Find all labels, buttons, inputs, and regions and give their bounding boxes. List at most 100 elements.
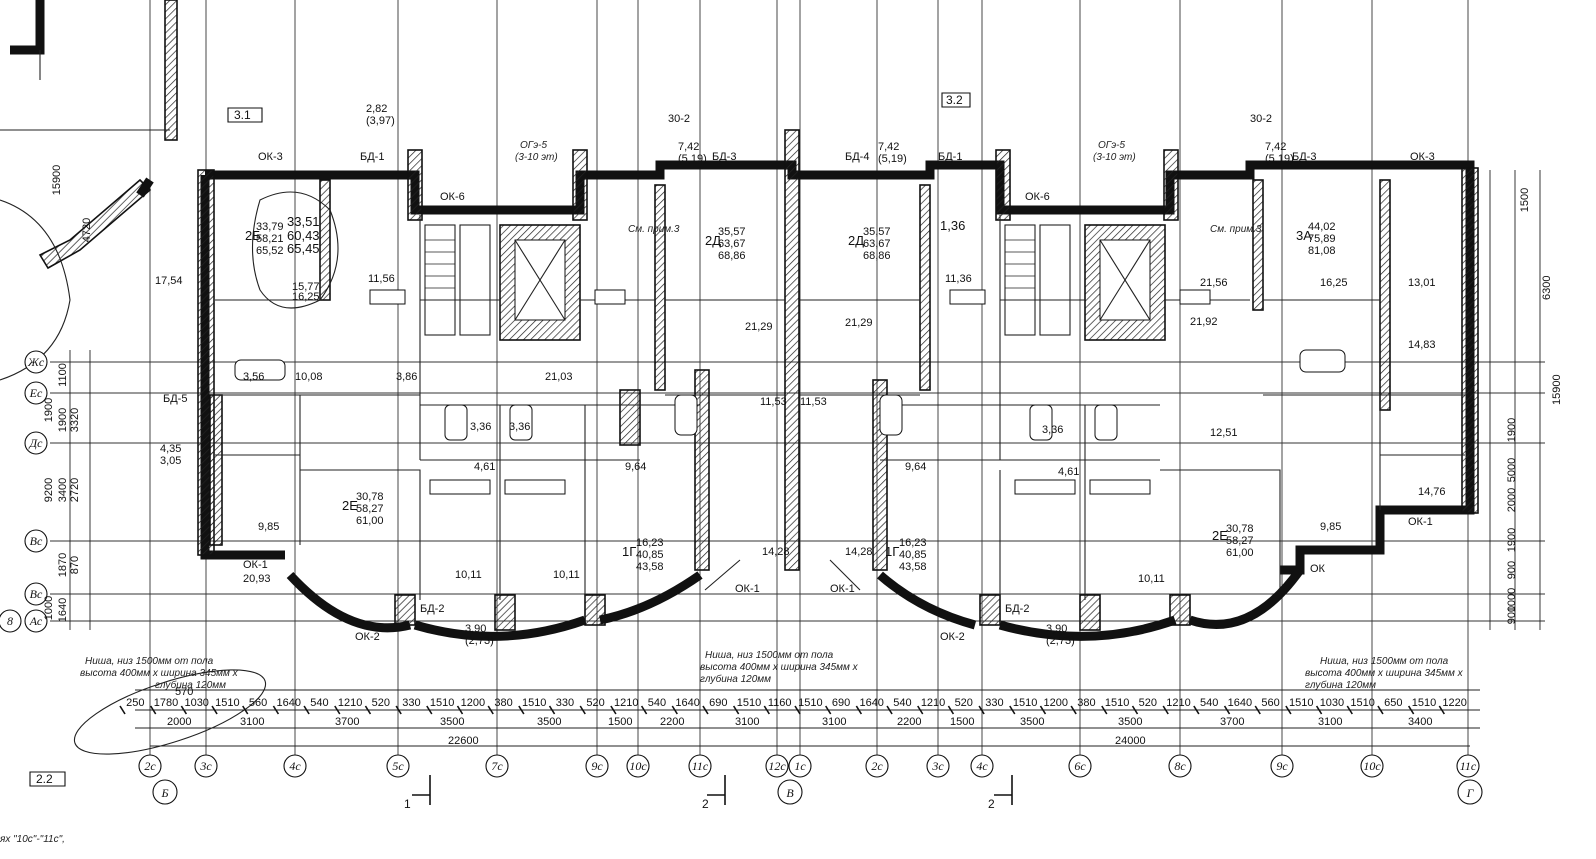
dim-value: 520	[1139, 697, 1157, 709]
dim-tick	[1101, 705, 1108, 715]
left-marker-bubble: 8	[0, 609, 22, 633]
axis-bubble: 8с	[1168, 754, 1192, 778]
staircases	[424, 224, 1151, 336]
vertical-dim: 15900	[51, 165, 63, 196]
seg-dim: 3500	[440, 716, 464, 728]
room-area: 9,64	[625, 461, 646, 473]
side-axis-bubble-label: Ес	[29, 386, 43, 400]
axis-bubble: 4с	[283, 754, 307, 778]
room-area: 3,86	[396, 371, 417, 383]
room-area: 11,56	[368, 273, 395, 285]
axis-bubble-label: 6с	[1074, 759, 1086, 773]
room-area: 14,76	[1418, 486, 1446, 498]
dim-value: 560	[249, 697, 267, 709]
fire-wall-label: (3-10 эт)	[1093, 152, 1136, 163]
window-label: БД-3	[712, 151, 736, 163]
room-area: 3,56	[243, 371, 264, 383]
room-area: 16,25	[1320, 277, 1348, 289]
axis-bubble-label: 4с	[289, 759, 301, 773]
dim-tick	[610, 705, 617, 715]
vertical-dim: 2000	[1506, 488, 1518, 512]
axis-bubble: 3с	[926, 754, 950, 778]
top-dim: (5,19)	[1265, 153, 1294, 165]
room-area: 16,25	[292, 291, 320, 303]
apartment-type: 1Г	[622, 544, 636, 559]
see-note: См. прим.3	[1210, 224, 1262, 235]
apartment-area: 44,02	[1308, 221, 1336, 233]
apartment-area-handwritten: 65,45	[287, 241, 320, 256]
apartment-area: 40,85	[899, 549, 927, 561]
seg-dim: 3100	[240, 716, 264, 728]
dim-value: 1510	[1013, 697, 1037, 709]
plan-text: 3.1 3.2 2.2 22600 24000 15900 6300 2000 …	[0, 93, 1563, 845]
room-area: 14,28	[845, 546, 873, 558]
axis-bubble: 10с	[1360, 754, 1384, 778]
room-area: 4,35	[160, 443, 181, 455]
hand-drawn-blob	[251, 191, 339, 309]
section-mark: 2	[988, 797, 995, 811]
niche-note: высота 400мм х ширина 345мм х	[1305, 668, 1464, 679]
left-marker-label: 8	[7, 614, 13, 628]
dim-tick	[978, 705, 985, 715]
overall-dim-22600: 22600	[448, 735, 479, 747]
dim-tick	[334, 705, 341, 715]
dim-tick	[1193, 705, 1200, 715]
apartment-type: 1Г	[885, 544, 899, 559]
dim-value: 1510	[215, 697, 239, 709]
dim-value: 1210	[338, 697, 362, 709]
niche-note: Ниша, низ 1500мм от пола	[1320, 656, 1449, 667]
apartment-area: 81,08	[1308, 245, 1336, 257]
niche-note: Ниша, низ 1500мм от пола	[705, 650, 834, 661]
structural-hatch	[197, 129, 1479, 631]
main-axis-bubble: В	[777, 779, 803, 805]
seg-dim: 3100	[1318, 716, 1342, 728]
seg-dim: 3400	[1408, 716, 1432, 728]
section-mark: 1	[404, 797, 411, 811]
side-axis-bubble: Жс	[24, 350, 48, 374]
vertical-dim: 2720	[69, 478, 81, 502]
room-area: 21,29	[745, 321, 773, 333]
apartment-area: 33,79	[256, 221, 284, 233]
niche-note: глубина 120мм	[1305, 679, 1376, 691]
fire-wall-label: ОГэ-5	[1098, 140, 1125, 151]
dim-value: 330	[556, 697, 574, 709]
axis-bubble-label: 3с	[199, 759, 212, 773]
apartment-area: 68,86	[863, 250, 891, 262]
dim-tick	[671, 705, 678, 715]
overall-dim-6300: 6300	[1541, 276, 1553, 300]
apartment-area: 35,57	[863, 226, 891, 238]
apartment-area: 43,58	[636, 561, 664, 573]
dim-value: 1510	[1350, 697, 1374, 709]
dim-value: 330	[985, 697, 1003, 709]
dim-tick	[917, 705, 924, 715]
dim-tick	[548, 705, 556, 715]
axis-bubble: 11с	[1456, 754, 1480, 778]
room-area: 11,53	[760, 396, 787, 408]
vertical-dim: 1500	[1519, 188, 1531, 212]
vertical-dim: 1900	[1506, 528, 1518, 552]
window-label: БД-5	[163, 393, 187, 405]
apartment-type: 2Е	[342, 498, 358, 513]
seg-dim: 3100	[822, 716, 846, 728]
dim-value: 1200	[1044, 697, 1068, 709]
axis-bubble-label: 5с	[392, 759, 404, 773]
axis-bubble-label: 3с	[931, 759, 944, 773]
dim-tick	[180, 705, 188, 715]
dim-value: 1640	[675, 697, 699, 709]
vertical-dim: 1100	[57, 363, 69, 387]
vertical-dim: 1000	[43, 596, 55, 620]
handwritten-note: 570	[175, 686, 193, 698]
apartment-area: 58,27	[356, 503, 384, 515]
dim-tick	[640, 705, 648, 715]
apartment-area: 75,89	[1308, 233, 1336, 245]
handwritten-note: 1,36	[940, 218, 965, 233]
window-label: ОК	[1310, 563, 1326, 575]
room-area: 3,36	[470, 421, 491, 433]
dim-value: 1510	[1412, 697, 1436, 709]
niche-note: Ниша, низ 1500мм от пола	[85, 656, 214, 667]
dim-value: 1510	[1105, 697, 1129, 709]
main-axis-bubble: Б	[152, 779, 178, 805]
window-label: ОК-1	[735, 583, 760, 595]
